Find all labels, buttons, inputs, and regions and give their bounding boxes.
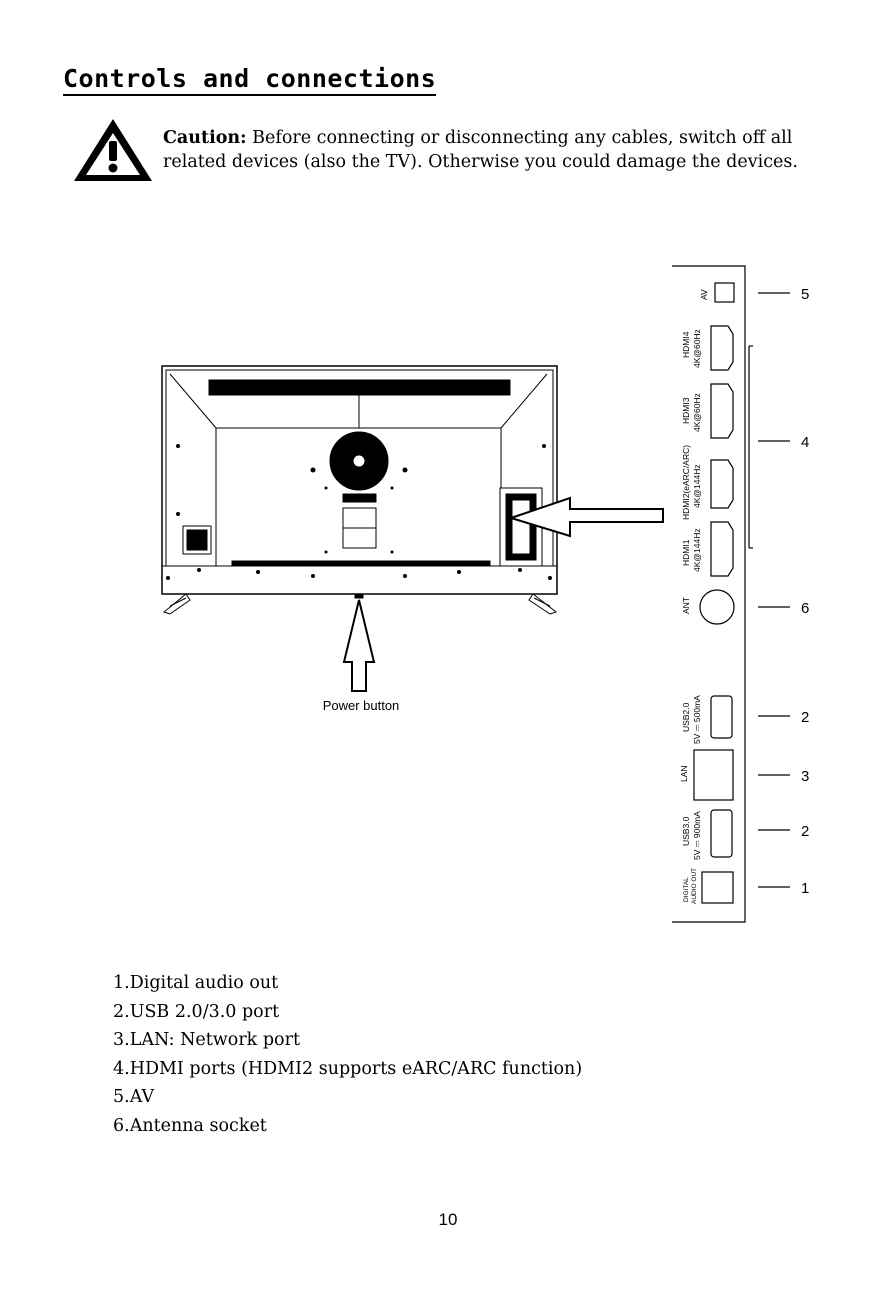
av-port bbox=[714, 282, 735, 303]
caution-body: Before connecting or disconnecting any c… bbox=[163, 128, 798, 172]
hdmi3-port bbox=[710, 383, 734, 439]
port-label-hdmi1: HDMI1 bbox=[681, 539, 691, 566]
port-label-hdmi2: HDMI2(eARC/ARC) bbox=[681, 445, 691, 520]
port-label-usb3: USB3.0 bbox=[681, 816, 691, 846]
port-label-ant: ANT bbox=[681, 597, 691, 614]
port-sub-digital: AUDIO OUT bbox=[691, 868, 698, 904]
callout-2a: 2 bbox=[801, 709, 809, 726]
page-title: Controls and connections bbox=[63, 64, 437, 96]
port-label-lan: LAN bbox=[679, 765, 689, 782]
legend-item: 2.USB 2.0/3.0 port bbox=[113, 1001, 280, 1022]
tv-back-view bbox=[161, 365, 558, 615]
usb2-port bbox=[710, 695, 733, 739]
hdmi4-port bbox=[710, 325, 734, 371]
legend-item: 1.Digital audio out bbox=[113, 973, 279, 993]
hdmi1-port bbox=[710, 521, 734, 577]
antenna-port bbox=[699, 589, 735, 625]
port-sub-hdmi2: 4K@144Hz bbox=[692, 464, 702, 508]
warning-icon bbox=[74, 119, 152, 181]
callout-1: 1 bbox=[801, 880, 809, 897]
callout-3: 3 bbox=[801, 768, 809, 785]
port-sub-hdmi3: 4K@60Hz bbox=[692, 393, 702, 432]
port-label-hdmi4: HDMI4 bbox=[681, 331, 691, 358]
lan-port bbox=[693, 749, 734, 801]
legend-list: 1.Digital audio out 2.USB 2.0/3.0 port 3… bbox=[113, 969, 582, 1140]
legend-item: 4.HDMI ports (HDMI2 supports eARC/ARC fu… bbox=[113, 1058, 583, 1079]
arrow-to-side-panel bbox=[507, 496, 664, 538]
callout-2b: 2 bbox=[801, 823, 809, 840]
port-sub-usb2: 5V ⎓ 500mA bbox=[692, 695, 702, 744]
legend-item: 5.AV bbox=[113, 1087, 155, 1107]
usb3-port bbox=[710, 809, 733, 858]
caution-label: Caution: bbox=[163, 128, 247, 148]
power-button-arrow bbox=[342, 599, 376, 692]
connector-panel bbox=[672, 265, 790, 923]
callout-6: 6 bbox=[801, 600, 809, 617]
digital-audio-port bbox=[701, 871, 734, 904]
caution-text: Caution: Before connecting or disconnect… bbox=[163, 126, 853, 174]
port-label-av: AV bbox=[699, 289, 709, 300]
port-label-hdmi3: HDMI3 bbox=[681, 397, 691, 424]
port-sub-hdmi4: 4K@60Hz bbox=[692, 329, 702, 368]
callout-4: 4 bbox=[801, 434, 809, 451]
page-number: 10 bbox=[438, 1210, 458, 1229]
legend-item: 3.LAN: Network port bbox=[113, 1030, 300, 1050]
legend-item: 6.Antenna socket bbox=[113, 1115, 267, 1136]
hdmi2-port bbox=[710, 459, 734, 509]
port-label-digital: DIGITAL bbox=[683, 877, 690, 902]
port-label-usb2: USB2.0 bbox=[681, 702, 691, 732]
power-button-label: Power button bbox=[323, 698, 400, 713]
port-sub-hdmi1: 4K@144Hz bbox=[692, 528, 702, 572]
callout-5: 5 bbox=[801, 286, 809, 303]
port-sub-usb3: 5V ⎓ 900mA bbox=[692, 811, 702, 860]
